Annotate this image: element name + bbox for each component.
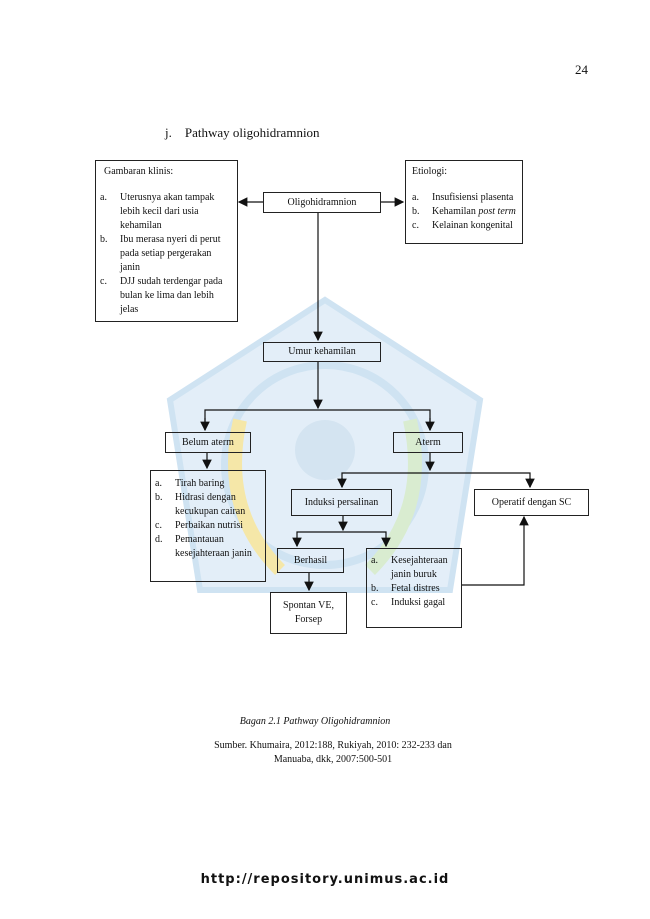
list-text-main: Induksi gagal [391, 597, 446, 608]
page-number: 24 [575, 62, 588, 77]
list-text: DJJ sudah terdengar pada bulan ke lima d… [120, 275, 233, 317]
list-marker: c. [412, 220, 419, 231]
list-text: Kesejahteraan janin buruk [391, 554, 457, 582]
oligohidramnion-box: Oligohidramnion [263, 192, 381, 213]
list-text-main: Kelainan kongenital [432, 220, 513, 231]
list-text-main: Uterusnya akan tampak lebih kecil dari u… [120, 192, 215, 231]
list-item: a. Tirah baring [155, 477, 261, 491]
belum-aterm-box: Belum aterm [165, 432, 251, 453]
operatif-sc-box: Operatif dengan SC [474, 489, 589, 516]
induksi-gagal-box: a. Kesejahteraan janin buruk b. Fetal distr… [366, 548, 462, 628]
spontan-box: Spontan VE, Forsep [270, 592, 347, 634]
source-line-2: Manuaba, dkk, 2007:500-501 [273, 754, 393, 765]
list-text: Tirah baring [175, 477, 224, 491]
etiologi-list: a. Insufisiensi plasenta b. Kehamilan post … [412, 191, 516, 233]
list-item: d. Pemantauan kesejahteraan janin [155, 533, 261, 561]
heading-title: Pathway oligohidramnion [184, 125, 320, 140]
list-text-main: Perbaikan nutrisi [175, 520, 244, 531]
university-logo-watermark [166, 296, 484, 593]
list-marker: c. [155, 520, 162, 531]
list-text: Induksi gagal [391, 596, 445, 610]
footer-url[interactable]: http://repository.unimus.ac.id [200, 872, 450, 887]
belum-aterm-treatment-box: a. Tirah baring b. Hidrasi dengan kecukupan… [150, 470, 266, 582]
list-text-main: Fetal distres [391, 583, 440, 594]
list-text-italic: post term [478, 206, 516, 217]
list-marker: a. [155, 478, 162, 489]
belum-aterm-list: a. Tirah baring b. Hidrasi dengan kecukupan… [155, 477, 261, 561]
list-marker: a. [371, 555, 378, 566]
list-item: a. Insufisiensi plasenta [412, 191, 516, 205]
list-text: Hidrasi dengan kecukupan cairan [175, 491, 261, 519]
heading-marker: j. [165, 125, 172, 140]
induksi-gagal-list: a. Kesejahteraan janin buruk b. Fetal distr… [371, 554, 457, 610]
umur-kehamilan-box: Umur kehamilan [263, 342, 381, 362]
list-text: Ibu merasa nyeri di perut pada setiap pe… [120, 233, 233, 275]
list-item: c. Kelainan kongenital [412, 219, 516, 233]
list-item: b. Ibu merasa nyeri di perut pada setiap … [100, 233, 233, 275]
list-text-main: Insufisiensi plasenta [432, 192, 514, 203]
section-heading: j. Pathway oligohidramnion [165, 125, 320, 141]
induksi-persalinan-box: Induksi persalinan [291, 489, 392, 516]
list-marker: d. [155, 534, 163, 545]
list-text: Uterusnya akan tampak lebih kecil dari u… [120, 191, 233, 233]
list-item: b. Hidrasi dengan kecukupan cairan [155, 491, 261, 519]
list-item: b. Fetal distres [371, 582, 457, 596]
gambaran-klinis-box: Gambaran klinis: a. Uterusnya akan tampak… [95, 160, 238, 322]
list-text-main: Kehamilan [432, 206, 479, 217]
list-text-main: Tirah baring [175, 478, 225, 489]
list-marker: b. [100, 234, 108, 245]
list-item: a. Kesejahteraan janin buruk [371, 554, 457, 582]
figure-caption: Bagan 2.1 Pathway Oligohidramnion [239, 716, 391, 727]
list-marker: b. [412, 206, 420, 217]
list-marker: b. [155, 492, 163, 503]
list-marker: c. [100, 276, 107, 287]
list-text-main: Ibu merasa nyeri di perut pada setiap pe… [120, 234, 221, 273]
list-text-main: Pemantauan kesejahteraan janin [175, 534, 252, 559]
etiologi-title: Etiologi: [412, 166, 447, 177]
list-item: c. DJJ sudah terdengar pada bulan ke lima… [100, 275, 233, 317]
list-text: Perbaikan nutrisi [175, 519, 243, 533]
list-text: Fetal distres [391, 582, 440, 596]
list-item: c. Perbaikan nutrisi [155, 519, 261, 533]
list-marker: b. [371, 583, 379, 594]
list-marker: c. [371, 597, 378, 608]
list-text: Kehamilan post term [432, 205, 516, 219]
list-item: c. Induksi gagal [371, 596, 457, 610]
list-marker: a. [100, 192, 107, 203]
list-text-main: Hidrasi dengan kecukupan cairan [175, 492, 246, 517]
list-text-main: Kesejahteraan janin buruk [391, 555, 448, 580]
list-text: Kelainan kongenital [432, 219, 513, 233]
gambaran-title: Gambaran klinis: [104, 166, 174, 177]
berhasil-box: Berhasil [277, 548, 344, 573]
list-item: b. Kehamilan post term [412, 205, 516, 219]
list-item: a. Uterusnya akan tampak lebih kecil dari… [100, 191, 233, 233]
gambaran-list: a. Uterusnya akan tampak lebih kecil dari… [100, 191, 233, 317]
list-text: Pemantauan kesejahteraan janin [175, 533, 261, 561]
source-line-1: Sumber. Khumaira, 2012:188, Rukiyah, 201… [214, 740, 452, 751]
list-marker: a. [412, 192, 419, 203]
list-text: Insufisiensi plasenta [432, 191, 513, 205]
aterm-box: Aterm [393, 432, 463, 453]
list-text-main: DJJ sudah terdengar pada bulan ke lima d… [120, 276, 223, 315]
etiologi-box: Etiologi: a. Insufisiensi plasenta b. Keham… [405, 160, 523, 244]
